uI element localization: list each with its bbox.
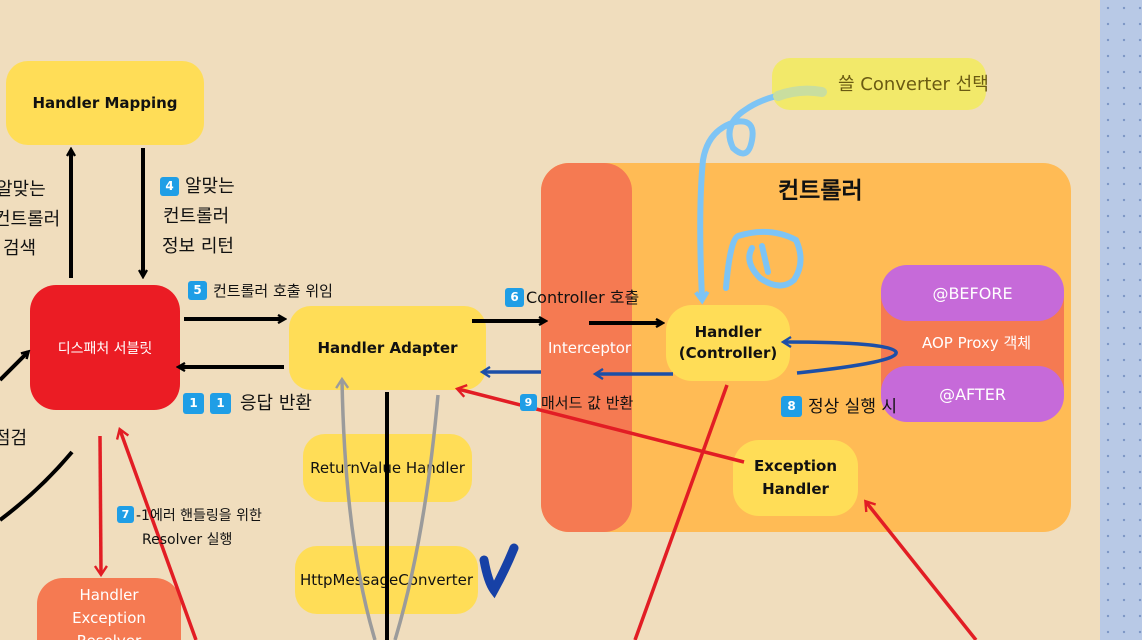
arrow-aop-to-controller [784,342,898,375]
step5-label: 5 컨트롤러 호출 위임 [188,280,333,301]
aop-proxy-label: AOP Proxy 객체 [922,334,1032,352]
exception-handler-label-1: Exception [753,457,838,475]
gray-loop-right [393,394,440,640]
step8-label: 8 정상 실행 시 [781,392,897,417]
step4-badge: 4 [160,177,179,196]
aop-after-node: @AFTER [881,366,1064,422]
step7-label: 7-1에러 핸들링을 위한 [117,505,262,525]
step4-text-line3: 정보 리턴 [162,236,234,257]
controller-group-title: 컨트롤러 [778,178,863,204]
step3-label-line2: 컨트롤러 [0,209,61,230]
arrow-to-servlet-red [115,427,198,640]
arrow-servlet-to-resolver [93,435,108,578]
step1-badge-b: 1 [210,393,231,414]
handler-controller-node: Handler (Controller) [666,305,790,381]
step9-text: 매서드 값 반환 [541,394,634,412]
pen-scribble-highlight-stroke [773,85,827,101]
step9-badge: 9 [520,394,537,411]
aop-before-node: @BEFORE [881,265,1064,321]
handler-mapping-label: Handler Mapping [32,94,178,112]
line-controller-down-red [633,384,729,640]
handler-exception-resolver-node: Handler Exception Resolver [37,578,181,640]
interceptor-node [541,163,632,532]
interceptor-label: Interceptor [548,339,632,357]
arrow-to-exception-handler [864,499,978,640]
exception-handler-label-2: Handler [762,480,829,498]
step7-text-line2: Resolver 실행 [142,532,233,548]
aop-before-label: @BEFORE [932,283,1013,303]
handler-mapping-node: Handler Mapping [6,61,204,145]
handler-exception-resolver-label: Handler Exception Resolver [72,586,146,640]
step4-text-line2: 컨트롤러 [163,206,230,227]
step8-badge: 8 [781,396,802,417]
converter-note: 쓸 Converter 선택 [838,74,989,95]
left-cut-text: 점검 [0,428,28,449]
pen-scribble-converter [694,87,823,305]
step1-badge-a: 1 [183,393,204,414]
step6-badge: 6 [505,288,524,307]
step4-label: 4 알맞는 [160,172,235,198]
line-left-lower [0,450,74,522]
pen-scribble-loop [723,228,804,291]
arrow-left-incoming [0,352,28,382]
pen-scribble-mark [759,243,771,275]
step1-text: 응답 반환 [240,393,312,414]
step5-badge: 5 [188,281,207,300]
handler-adapter-label: Handler Adapter [317,339,458,357]
dotted-grid-panel [1100,0,1142,640]
step7-text-line1: -1에러 핸들링을 위한 [136,508,262,524]
handler-adapter-node: Handler Adapter [289,306,486,390]
step5-text: 컨트롤러 호출 위임 [213,282,333,300]
dispatcher-servlet-label: 디스패처 서블릿 [57,340,153,357]
converter-note-highlight [772,58,986,110]
step8-text: 정상 실행 시 [808,397,898,417]
handler-controller-label-1: Handler [694,323,762,341]
handler-controller-label-2: (Controller) [678,344,778,362]
gray-loop-left [335,376,377,640]
step7-badge: 7 [117,506,134,523]
arrow-exception-to-adapter [454,384,745,464]
dispatcher-servlet-node: 디스패처 서블릿 [30,285,180,410]
step4-text-line1: 알맞는 [185,176,235,197]
aop-after-label: @AFTER [939,384,1006,404]
step3-label-line3: 검색 [3,238,37,259]
check-mark-icon [479,543,519,599]
exception-handler-node: Exception Handler [733,440,858,516]
step3-label-line1: 알맞는 [0,179,46,200]
step6-text: Controller 호출 [526,288,640,307]
